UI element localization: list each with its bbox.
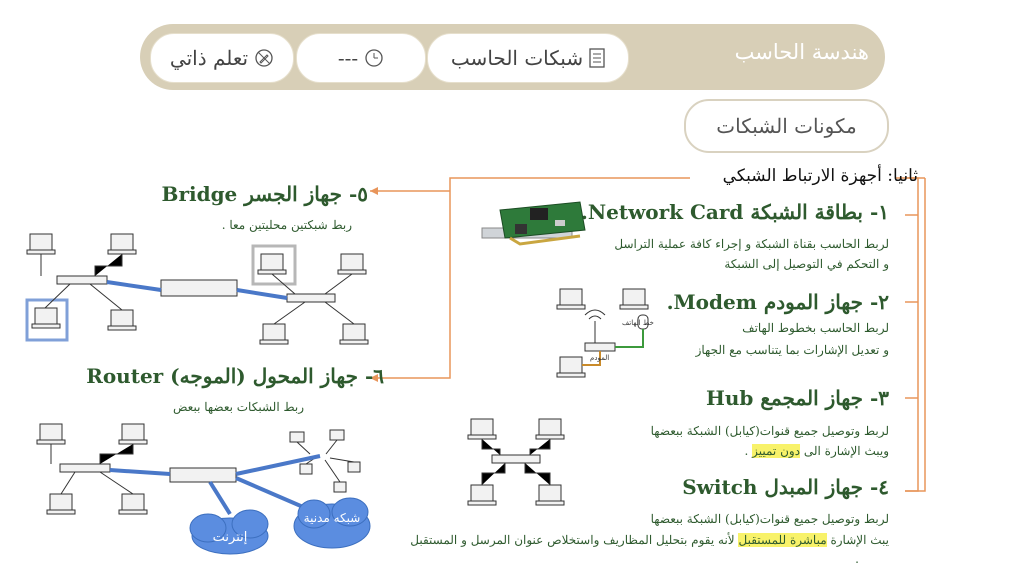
- phone-line-label: خط الهاتف: [622, 319, 654, 327]
- tab-label: تعلم ذاتي: [169, 46, 249, 70]
- router-heading: ٦- جهاز المحول (الموجه) Router: [86, 364, 384, 388]
- switch-heading: ٤- جهاز المبدل Switch: [682, 475, 889, 499]
- switch-desc-2: يبث الإشارة مباشرة للمستقبل لأنه يقوم بت…: [410, 533, 889, 547]
- tab-label: ---: [337, 46, 359, 70]
- hub-diagram: [467, 418, 565, 506]
- network-card-image: [481, 201, 586, 246]
- tab-label: شبكات الحاسب: [450, 46, 584, 70]
- hub-heading: ٣- جهاز المجمع Hub: [705, 386, 889, 410]
- bridge-diagram: [25, 233, 369, 345]
- switch-highlight: مباشرة للمستقبل: [738, 533, 827, 547]
- modem-label: المودم: [590, 354, 609, 362]
- bridge-desc: ربط شبكتين محليتين معا .: [221, 218, 352, 232]
- app-title: هندسة الحاسب: [734, 40, 869, 64]
- document-icon: [589, 48, 605, 68]
- main-title: ثانيا: أجهزة الارتباط الشبكي: [722, 166, 918, 186]
- hub-desc-2: ويبث الإشارة الى دون تمييز .: [744, 444, 889, 458]
- bridge-heading: ٥- جهاز الجسر Bridge: [161, 182, 368, 206]
- network-card-heading: ١- بطاقة الشبكة Network Card.: [580, 200, 889, 224]
- modem-heading: ٢- جهاز المودم Modem.: [666, 290, 889, 314]
- switch-desc-1: لربط وتوصيل جميع قنوات(كيابل) الشبكة ببع…: [650, 512, 889, 526]
- network-card-desc-1: لربط الحاسب بقناة الشبكة و إجراء كافة عم…: [614, 237, 889, 251]
- tab-computer-networks[interactable]: شبكات الحاسب: [427, 33, 629, 83]
- network-card-desc-2: و التحكم في التوصيل إلى الشبكة: [724, 257, 889, 271]
- city-network-label: شبكه مدنية: [304, 511, 361, 525]
- modem-desc-2: و تعديل الإشارات بما يتناسب مع الجهاز: [695, 343, 889, 357]
- switch-desc-3: .: [855, 552, 859, 566]
- tab-placeholder[interactable]: ---: [296, 33, 426, 83]
- hub-desc-1: لربط وتوصيل جميع قنوات(كيابل) الشبكة ببع…: [650, 424, 889, 438]
- router-desc: ربط الشبكات بعضها ببعض: [172, 400, 304, 414]
- tab-self-learning[interactable]: تعلم ذاتي: [150, 33, 294, 83]
- section-title[interactable]: مكونات الشبكات: [684, 99, 889, 153]
- internet-label: إنترنت: [213, 530, 248, 545]
- internet-cloud: [189, 509, 269, 555]
- city-network-cloud: [293, 497, 371, 549]
- hub-highlight: دون تمييز: [752, 444, 801, 458]
- modem-desc-1: لربط الحاسب بخطوط الهاتف: [742, 321, 889, 335]
- clock-icon: [365, 49, 383, 67]
- modem-diagram: خط الهاتف المودم: [556, 288, 654, 378]
- router-diagram: إنترنت شبكه مدنية: [36, 423, 371, 555]
- no-pencil-icon: [255, 49, 273, 67]
